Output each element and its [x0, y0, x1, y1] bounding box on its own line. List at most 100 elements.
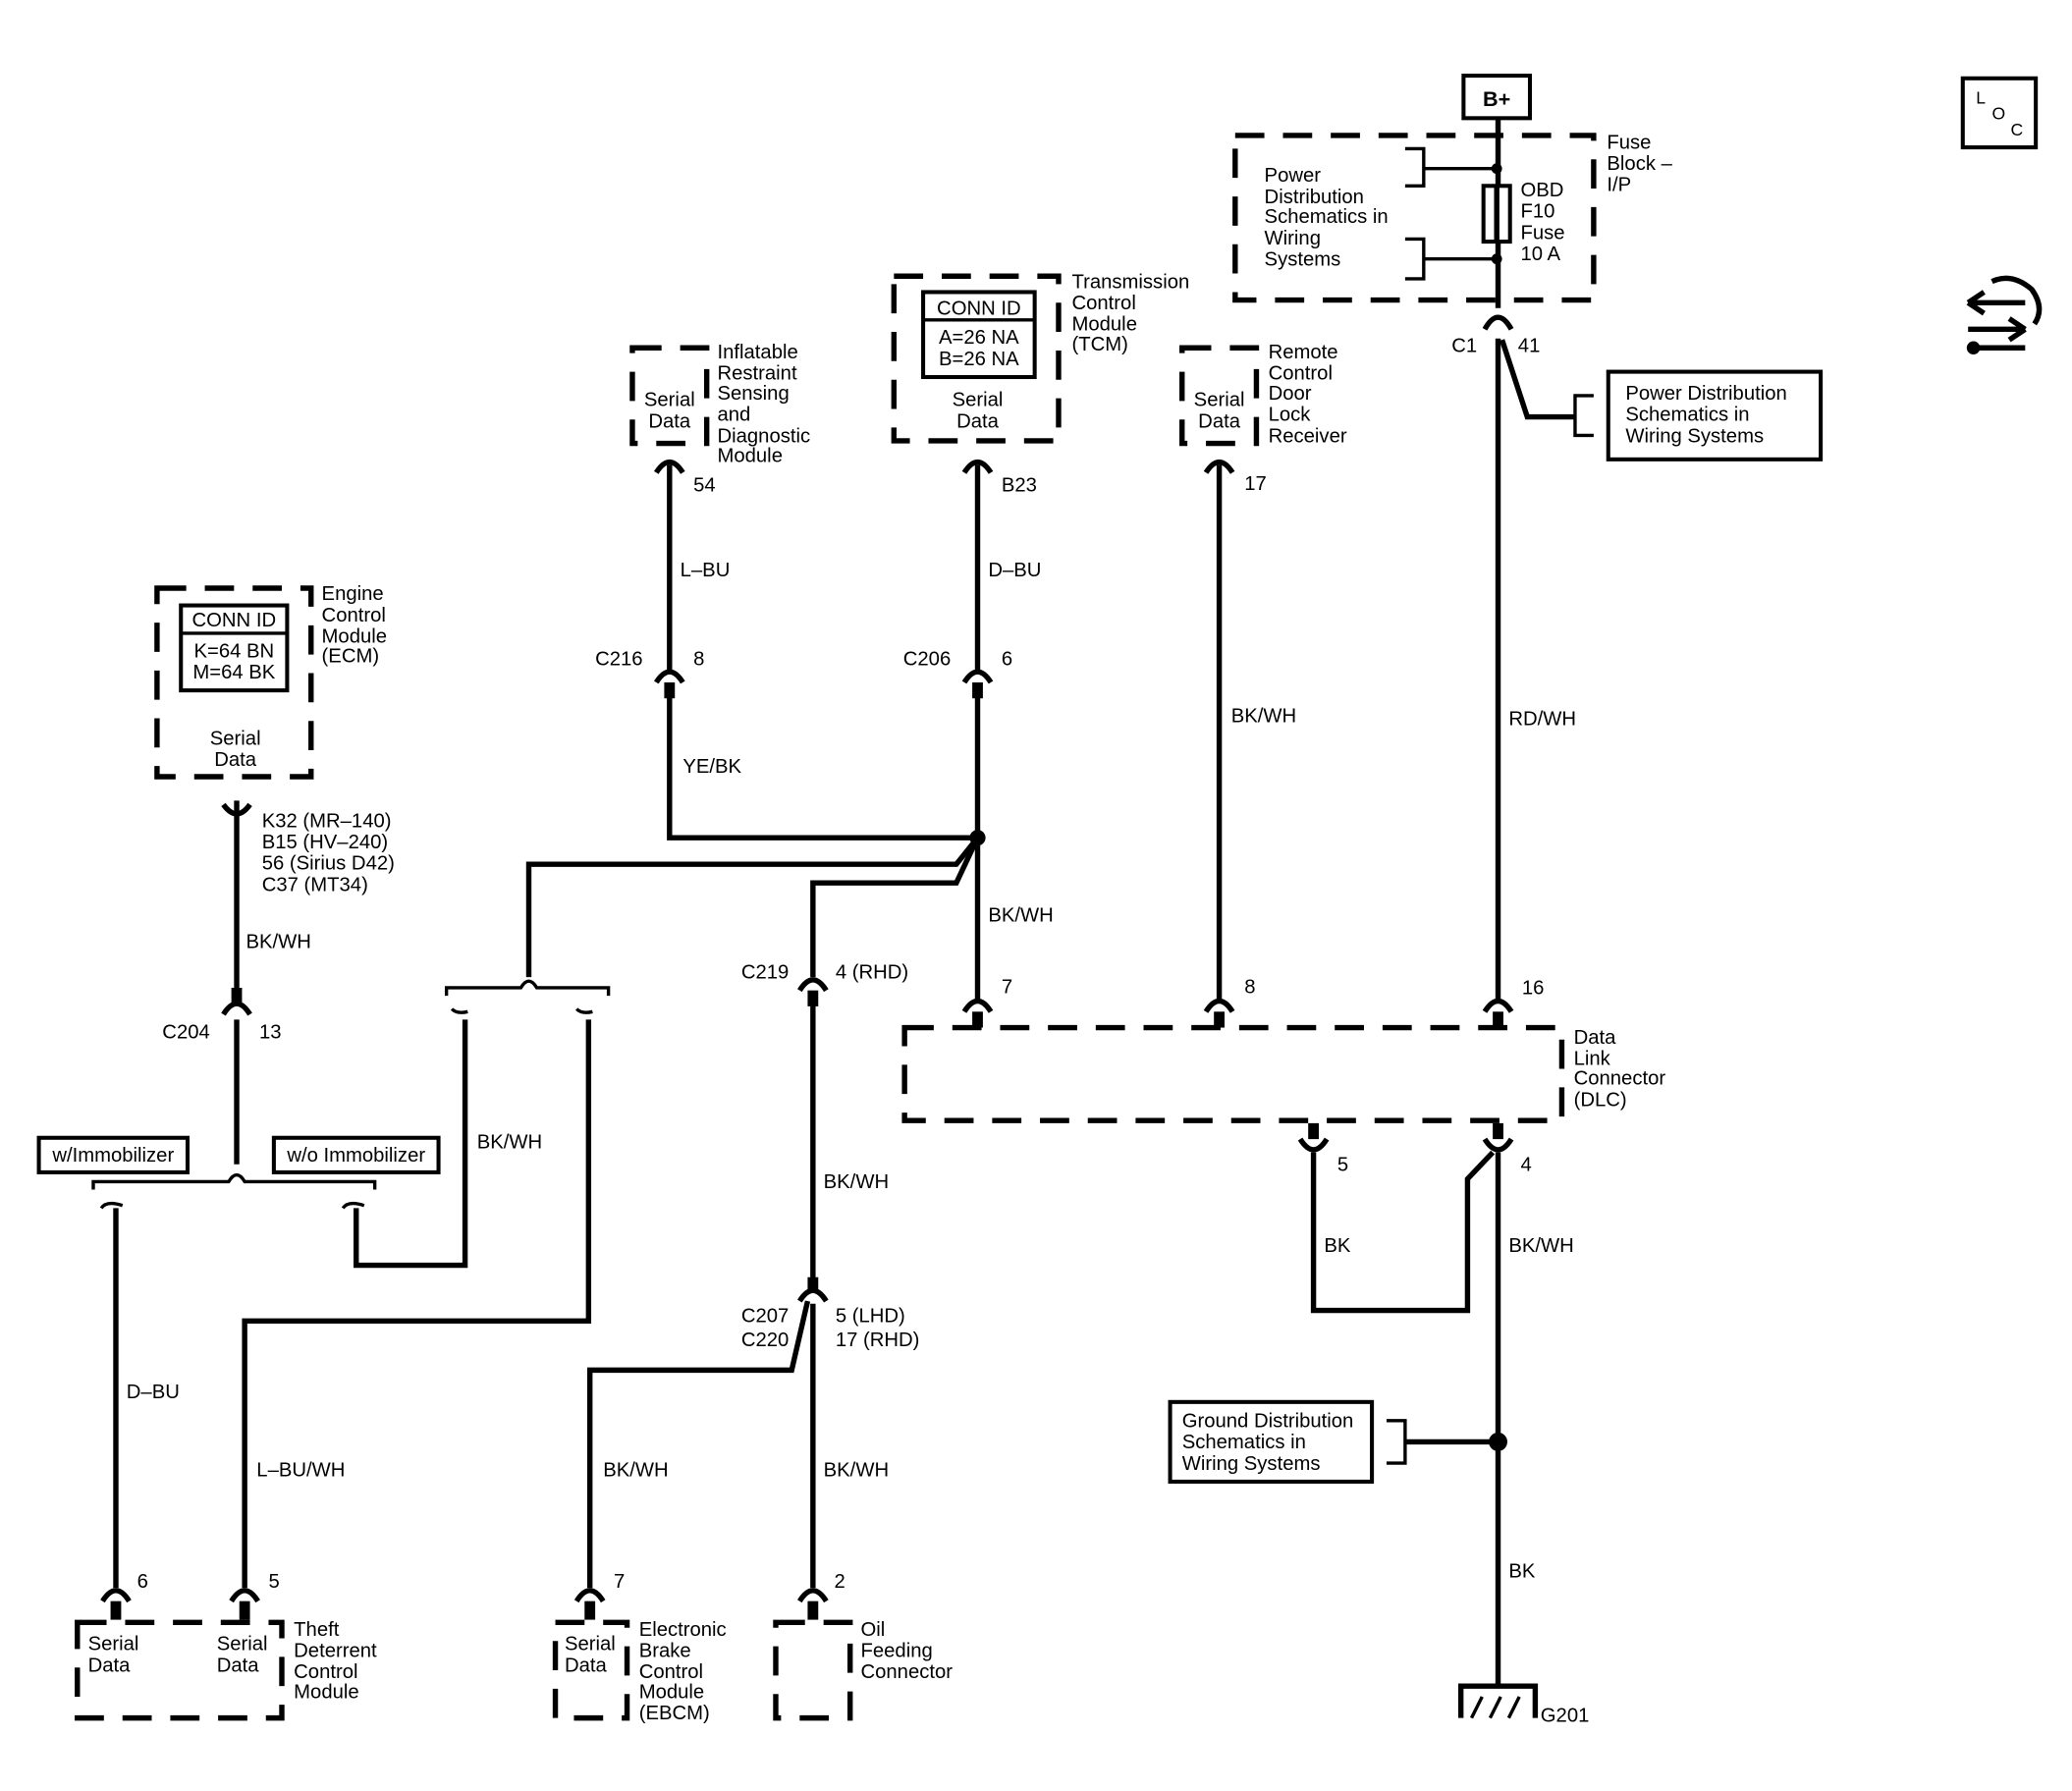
- wire-bkwh-immo: BK/WH: [477, 1132, 542, 1154]
- svg-text:17 (RHD): 17 (RHD): [836, 1330, 920, 1351]
- svg-text:(DLC): (DLC): [1574, 1089, 1627, 1111]
- svg-text:Fuse: Fuse: [1607, 132, 1651, 153]
- svg-text:Serial: Serial: [644, 390, 695, 411]
- dlc-name: Data Link Connector (DLC): [1574, 1027, 1666, 1112]
- svg-text:Power Distribution: Power Distribution: [1625, 383, 1786, 405]
- svg-text:C37 (MT34): C37 (MT34): [262, 874, 368, 896]
- svg-text:56 (Sirius D42): 56 (Sirius D42): [262, 853, 395, 875]
- svg-text:5 (LHD): 5 (LHD): [836, 1306, 905, 1328]
- fuse-block-outline: [1232, 133, 1597, 303]
- svg-text:Lock: Lock: [1269, 405, 1312, 426]
- pds-bracket-bottom: [1404, 237, 1498, 281]
- dlc-outline: [901, 1024, 1565, 1123]
- svg-text:Electronic: Electronic: [639, 1619, 727, 1641]
- svg-text:Systems: Systems: [1265, 248, 1341, 270]
- svg-text:Data: Data: [1198, 410, 1241, 432]
- tdcm-name: Theft Deterrent Control Module: [294, 1619, 377, 1704]
- pds-bracket-top: [1404, 146, 1498, 188]
- tdcm-outline: [75, 1619, 285, 1721]
- option-brackets: [91, 979, 611, 1210]
- svg-text:Data: Data: [1574, 1027, 1617, 1049]
- tcm-outline: [891, 273, 1062, 444]
- tcm-id-b: B=26 NA: [939, 349, 1019, 370]
- svg-text:Serial: Serial: [1194, 390, 1245, 411]
- svg-text:Data: Data: [217, 1655, 260, 1676]
- rcdlr-name: Remote Control Door Lock Receiver: [1269, 342, 1347, 447]
- svg-text:Block –: Block –: [1607, 153, 1672, 175]
- tdcm-pin-5: 5: [268, 1571, 279, 1593]
- svg-text:Wiring Systems: Wiring Systems: [1182, 1453, 1321, 1475]
- svg-text:C206: C206: [903, 648, 951, 670]
- svg-text:Diagnostic: Diagnostic: [717, 425, 810, 447]
- rcdlr-serial: Serial Data: [1194, 390, 1245, 433]
- tdcm-serial-2: Serial Data: [217, 1634, 268, 1677]
- wire-lbuwh: L–BU/WH: [256, 1460, 345, 1482]
- svg-text:Module: Module: [322, 625, 387, 647]
- wire-labels: L–BU D–BU YE/BK BK/WH BK/WH RD/WH BK/WH …: [127, 560, 1576, 1582]
- svg-text:7: 7: [1002, 976, 1012, 998]
- svg-text:Wiring: Wiring: [1265, 228, 1321, 249]
- without-immobilizer-label: w/o Immobilizer: [286, 1145, 425, 1167]
- ecm-id-m: M=64 BK: [192, 662, 275, 683]
- svg-text:Control: Control: [639, 1661, 703, 1683]
- svg-text:Theft: Theft: [294, 1619, 340, 1641]
- svg-text:C220: C220: [741, 1330, 789, 1351]
- ground-label: G201: [1541, 1706, 1590, 1727]
- svg-text:Data: Data: [88, 1655, 132, 1676]
- svg-text:Control: Control: [1269, 363, 1333, 385]
- pds-box-text: Power Distribution Schematics in Wiring …: [1625, 383, 1786, 447]
- wire-dbu: D–BU: [988, 560, 1041, 581]
- svg-text:(ECM): (ECM): [322, 646, 380, 668]
- svg-text:Module: Module: [294, 1681, 358, 1703]
- svg-text:Engine: Engine: [322, 583, 384, 605]
- wire-rdwh: RD/WH: [1508, 708, 1576, 730]
- svg-text:B15 (HV–240): B15 (HV–240): [262, 832, 388, 853]
- svg-text:Wiring Systems: Wiring Systems: [1625, 425, 1764, 447]
- svg-text:Control: Control: [1072, 293, 1136, 314]
- ecm-id-k: K=64 BN: [193, 640, 274, 662]
- wire-bkwh-ofc: BK/WH: [824, 1460, 889, 1482]
- rcdlr-outline: [1179, 345, 1260, 447]
- svg-text:Control: Control: [322, 605, 386, 626]
- wire-bkwh-c219: BK/WH: [824, 1171, 889, 1193]
- svg-text:C207: C207: [741, 1306, 789, 1328]
- svg-text:C216: C216: [595, 648, 642, 670]
- gds-box: [1168, 1399, 1375, 1484]
- svg-text:Serial: Serial: [565, 1634, 616, 1655]
- svg-text:Door: Door: [1269, 383, 1312, 405]
- ground-symbol-icon: [1457, 1683, 1539, 1719]
- gds-box-bracket: [1386, 1419, 1407, 1465]
- svg-text:Distribution: Distribution: [1265, 187, 1364, 208]
- irsdm-name: Inflatable Restraint Sensing and Diagnos…: [717, 342, 810, 466]
- svg-text:C204: C204: [162, 1021, 209, 1043]
- svg-text:Serial: Serial: [217, 1634, 268, 1655]
- fuse-pds-text: Power Distribution Schematics in Wiring …: [1265, 165, 1389, 270]
- wire-bk-dlc5: BK: [1324, 1235, 1351, 1257]
- svg-text:F10: F10: [1521, 201, 1555, 223]
- wire-lbu: L–BU: [681, 560, 731, 581]
- pds-box-bracket: [1573, 394, 1594, 438]
- svg-text:Schematics in: Schematics in: [1625, 405, 1749, 426]
- svg-text:Module: Module: [639, 1681, 704, 1703]
- bplus-label: B+: [1483, 86, 1510, 111]
- svg-text:K32 (MR–140): K32 (MR–140): [262, 810, 392, 832]
- loc-letter-o: O: [1992, 104, 2006, 124]
- dlc-pins: 7 8 16 5 4: [1002, 976, 1545, 1175]
- tdcm-serial-1: Serial Data: [88, 1634, 139, 1677]
- svg-text:OBD: OBD: [1521, 180, 1564, 201]
- svg-text:Inflatable: Inflatable: [717, 342, 797, 363]
- wire-bk-ground: BK: [1508, 1560, 1536, 1582]
- svg-text:Brake: Brake: [639, 1640, 691, 1661]
- with-immobilizer-box: [36, 1135, 191, 1174]
- tcm-id-a: A=26 NA: [939, 327, 1019, 349]
- ecm-serial: Serial Data: [210, 729, 261, 772]
- svg-text:Data: Data: [648, 410, 691, 432]
- svg-text:I/P: I/P: [1607, 175, 1631, 196]
- svg-text:13: 13: [259, 1021, 282, 1043]
- svg-text:4: 4: [1521, 1155, 1532, 1176]
- svg-text:Serial: Serial: [88, 1634, 139, 1655]
- tcm-serial: Serial Data: [953, 390, 1004, 433]
- ecm-name: Engine Control Module (ECM): [322, 583, 387, 668]
- svg-text:Receiver: Receiver: [1269, 425, 1347, 447]
